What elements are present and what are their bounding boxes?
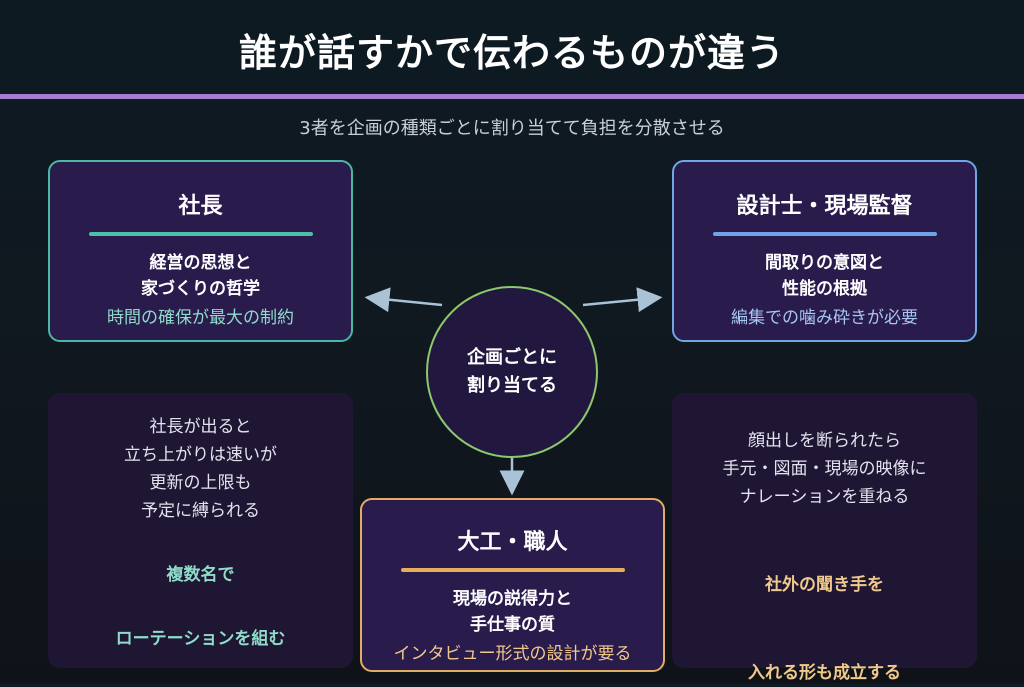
ceo-card-line2: 家づくりの哲学 <box>141 279 260 299</box>
ceo-card-bar <box>88 232 313 236</box>
carpenter-card-title: 大工・職人 <box>457 530 568 555</box>
carpenter-card-accent: インタビュー形式の設計が要る <box>393 644 632 664</box>
page-title: 誰が話すかで伝わるものが違う <box>238 31 785 75</box>
hub-line1: 企画ごとに <box>467 347 557 368</box>
ceo-card: 社長 経営の思想と 家づくりの哲学 時間の確保が最大の制約 <box>48 160 353 342</box>
left-note-accent2: ローテーションを組む <box>115 629 286 649</box>
left-note-panel: 社長が出ると 立ち上がりは速いが 更新の上限も 予定に縛られる 複数名で ローテ… <box>48 393 353 668</box>
hub-line2: 割り当てる <box>467 375 557 396</box>
ceo-card-line1: 経営の思想と <box>149 253 252 273</box>
right-note-line: 手元・図面・現場の映像に <box>722 459 927 479</box>
hub-circle: 企画ごとに 割り当てる <box>426 286 598 458</box>
designer-card-accent: 編集での噛み砕きが必要 <box>731 308 918 328</box>
carpenter-card-bar <box>400 568 625 572</box>
ceo-card-title: 社長 <box>178 194 223 219</box>
designer-card-title: 設計士・現場監督 <box>736 194 913 219</box>
carpenter-card-line1: 現場の説得力と <box>453 589 572 609</box>
designer-card-line2: 性能の根拠 <box>782 279 867 299</box>
carpenter-card: 大工・職人 現場の説得力と 手仕事の質 インタビュー形式の設計が要る <box>360 498 665 672</box>
left-note-line: 立ち上がりは速いが <box>124 445 277 465</box>
arrow-to-ceo <box>364 287 443 313</box>
left-note-line: 社長が出ると <box>149 417 252 437</box>
right-note-panel: 顔出しを断られたら 手元・図面・現場の映像に ナレーションを重ねる 社外の聞き手… <box>672 393 977 683</box>
left-note-line: 予定に縛られる <box>141 501 260 521</box>
designer-card: 設計士・現場監督 間取りの意図と 性能の根拠 編集での噛み砕きが必要 <box>672 160 977 342</box>
right-note-line: ナレーションを重ねる <box>739 487 910 507</box>
right-note-line: 顔出しを断られたら <box>748 431 901 451</box>
ceo-card-accent: 時間の確保が最大の制約 <box>107 308 294 328</box>
left-note-line: 更新の上限も <box>149 473 252 493</box>
designer-card-line1: 間取りの意図と <box>765 253 884 273</box>
right-note-accent1: 社外の聞き手を <box>765 575 884 595</box>
designer-card-bar <box>712 232 937 236</box>
title-divider <box>0 94 1024 99</box>
page-subtitle: 3者を企画の種類ごとに割り当てて負担を分散させる <box>299 118 725 139</box>
carpenter-card-line2: 手仕事の質 <box>470 615 555 635</box>
left-note-accent1: 複数名で <box>166 565 235 585</box>
right-note-accent2: 入れる形も成立する <box>748 663 901 683</box>
arrow-to-designer <box>582 287 663 313</box>
